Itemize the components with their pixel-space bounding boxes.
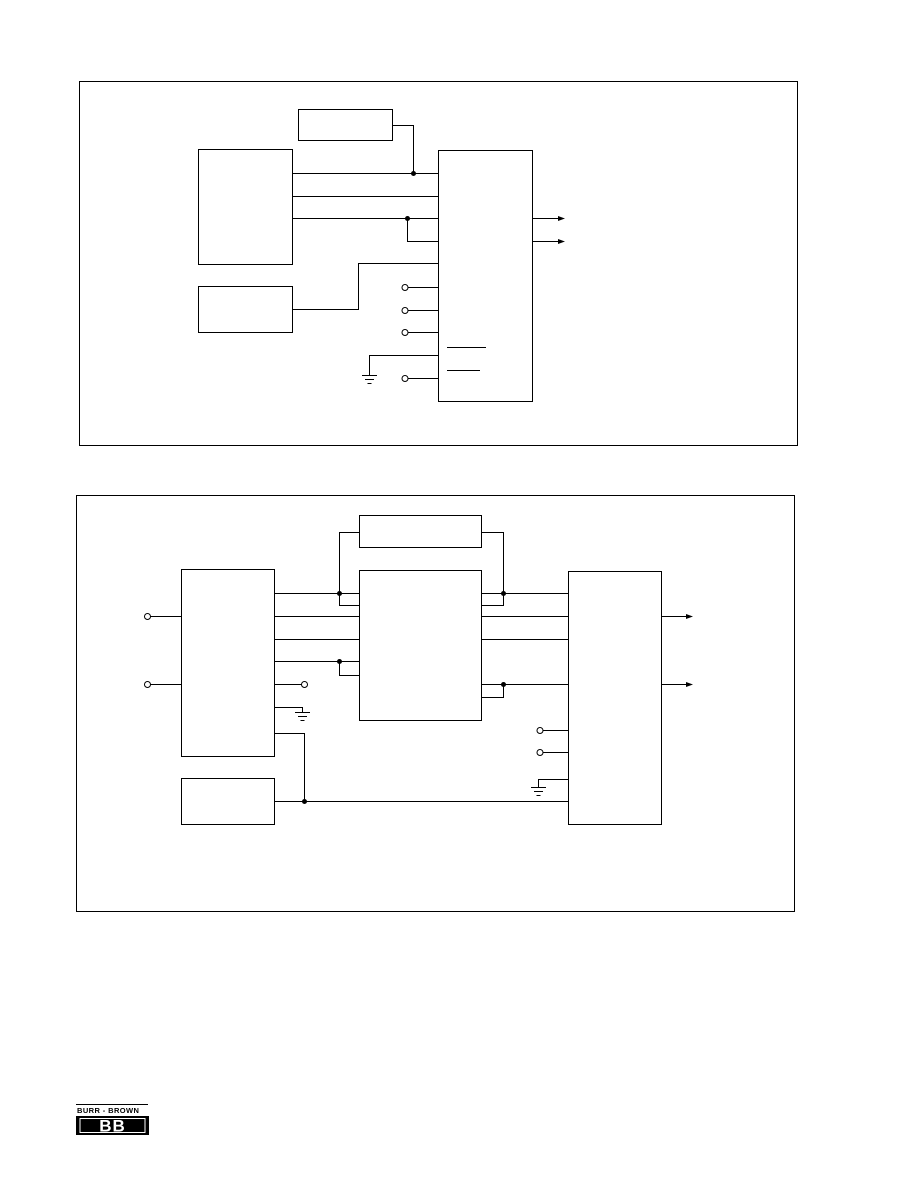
top-lower-left-block <box>198 286 293 333</box>
top-output-arrow <box>558 216 565 221</box>
bottom-input-terminal <box>144 681 151 688</box>
logo-mark-box <box>76 1116 149 1135</box>
bottom-top-block <box>359 515 482 548</box>
bottom-junction-dot <box>501 591 506 596</box>
top-terminal <box>401 329 409 336</box>
bottom-ground-symbol <box>295 712 310 721</box>
top-main-block <box>438 150 533 402</box>
diagram-top <box>79 81 798 446</box>
top-terminal <box>401 307 409 314</box>
bottom-junction-dot <box>337 659 342 664</box>
bottom-junction-dot <box>302 799 307 804</box>
bottom-junction-dot <box>501 682 506 687</box>
top-small-block <box>298 109 393 141</box>
top-junction-dot <box>411 171 416 176</box>
top-ground-symbol <box>362 375 377 384</box>
logo-mark-inner <box>79 1118 146 1133</box>
diagram-bottom-frame <box>76 495 795 912</box>
top-terminal <box>401 375 409 382</box>
top-terminal <box>401 284 409 291</box>
diagram-top-frame <box>79 81 798 446</box>
top-output-arrow <box>558 239 565 244</box>
bottom-wires <box>150 532 690 802</box>
logo-brand-text: BURR - BROWN <box>77 1106 139 1115</box>
top-left-block <box>198 149 293 265</box>
bottom-input-terminal <box>144 613 151 620</box>
bottom-right-block <box>568 571 662 825</box>
bottom-output-arrow <box>686 614 693 619</box>
top-junction-dot <box>405 216 410 221</box>
bottom-output-arrow <box>686 682 693 687</box>
diagram-bottom <box>76 495 795 912</box>
bottom-terminal <box>536 749 544 756</box>
bottom-lower-left-block <box>181 778 275 825</box>
burr-brown-logo: BURR - BROWN BB <box>76 1104 149 1136</box>
bottom-junction-dot <box>337 591 342 596</box>
bottom-terminal <box>301 681 308 688</box>
bottom-left-block <box>181 569 275 757</box>
logo-mark-text: BB <box>99 1117 126 1136</box>
bottom-terminal <box>536 727 544 734</box>
bottom-ground-symbol <box>531 787 546 796</box>
bottom-center-block <box>359 570 482 721</box>
